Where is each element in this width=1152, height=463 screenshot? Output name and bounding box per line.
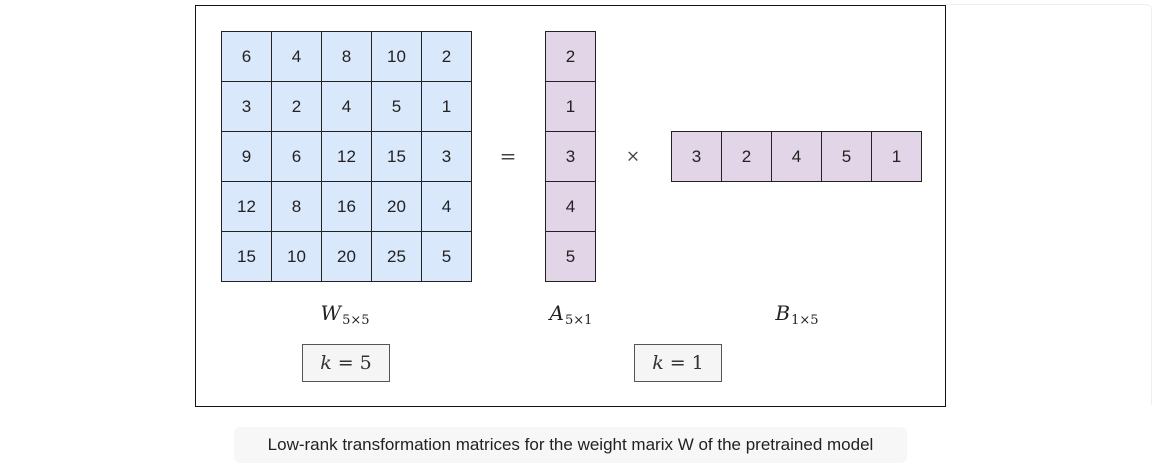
frame-edge (946, 4, 1152, 405)
rank-box-w: k=5 (302, 344, 390, 382)
matrix-b-cell: 3 (672, 132, 722, 182)
matrix-w-cell: 20 (322, 232, 372, 282)
matrix-w-dims: 5×5 (342, 313, 370, 328)
multiply-sign: × (625, 146, 641, 167)
rank-ab-var: k (652, 352, 664, 374)
matrix-w-name: W (320, 301, 342, 325)
matrix-w-cell: 15 (222, 232, 272, 282)
matrix-w-cell: 8 (272, 182, 322, 232)
matrix-b-name: B (775, 301, 791, 325)
figure-caption: Low-rank transformation matrices for the… (234, 427, 907, 463)
matrix-w-label: W5×5 (321, 301, 370, 328)
matrix-w-cell: 3 (222, 82, 272, 132)
matrix-a-dims: 5×1 (565, 313, 593, 328)
matrix-w-cell: 9 (222, 132, 272, 182)
matrix-a-cell: 1 (546, 82, 596, 132)
matrix-w-cell: 12 (222, 182, 272, 232)
matrix-w-cell: 1 (422, 82, 472, 132)
matrix-w-cell: 15 (372, 132, 422, 182)
matrix-w-cell: 4 (272, 32, 322, 82)
matrix-w-cell: 12 (322, 132, 372, 182)
matrix-b-cell: 2 (722, 132, 772, 182)
rank-w-var: k (320, 352, 332, 374)
matrix-w-cell: 2 (422, 32, 472, 82)
matrix-a-cell: 5 (546, 232, 596, 282)
matrix-w-cell: 2 (272, 82, 322, 132)
matrix-w-cell: 20 (372, 182, 422, 232)
rank-w-value: 5 (359, 352, 372, 374)
matrix-a-cell: 2 (546, 32, 596, 82)
matrix-w-cell: 5 (422, 232, 472, 282)
rank-ab-eq: = (669, 352, 686, 374)
matrix-w-cell: 6 (222, 32, 272, 82)
matrix-a-cell: 4 (546, 182, 596, 232)
rank-w-eq: = (337, 352, 354, 374)
matrix-b-cell: 4 (772, 132, 822, 182)
matrix-w-cell: 4 (322, 82, 372, 132)
matrix-b-cell: 1 (872, 132, 922, 182)
matrix-w-cell: 3 (422, 132, 472, 182)
rank-box-ab: k=1 (634, 344, 722, 382)
matrix-a-name: A (549, 301, 565, 325)
matrix-w-cell: 6 (272, 132, 322, 182)
matrix-b-dims: 1×5 (791, 313, 819, 328)
matrix-w-cell: 5 (372, 82, 422, 132)
rank-ab-value: 1 (691, 352, 704, 374)
matrix-a-label: A5×1 (550, 301, 593, 328)
equals-sign: = (499, 144, 517, 168)
matrix-w-cell: 25 (372, 232, 422, 282)
matrix-a-cell: 3 (546, 132, 596, 182)
matrix-w-cell: 8 (322, 32, 372, 82)
matrix-w-cell: 10 (372, 32, 422, 82)
matrix-w-cell: 4 (422, 182, 472, 232)
matrix-w-cell: 10 (272, 232, 322, 282)
matrix-b-label: B1×5 (775, 301, 818, 328)
matrix-w-cell: 16 (322, 182, 372, 232)
matrix-b-cell: 5 (822, 132, 872, 182)
